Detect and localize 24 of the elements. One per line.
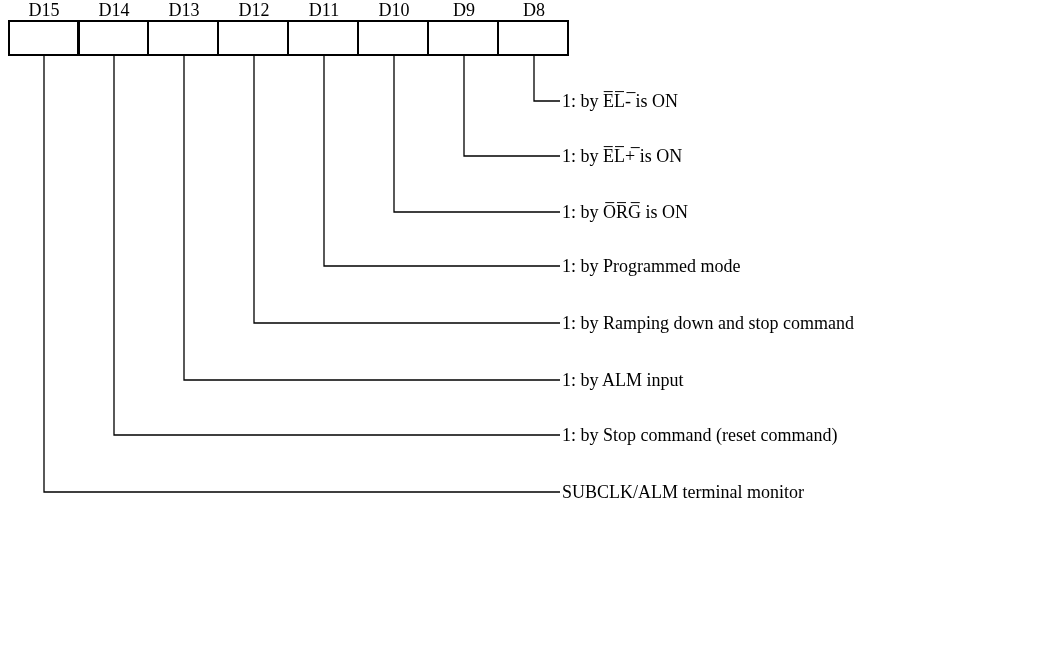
bit-label: D14 <box>98 0 130 20</box>
bit-label: D11 <box>308 0 340 20</box>
bit-label: D9 <box>453 0 475 20</box>
connector-line <box>393 55 561 213</box>
bit-description: 1: by E̅L̅+̅ is ON <box>562 145 683 167</box>
bit-description: 1: by E̅L̅-̅ is ON <box>562 90 678 112</box>
bit-description: 1: by ALM input <box>562 369 684 391</box>
bit-label: D12 <box>238 0 270 20</box>
bit-label: D15 <box>28 0 60 20</box>
bit-description: 1: by Programmed mode <box>562 255 741 277</box>
connector-line <box>323 55 561 267</box>
bit-description: SUBCLK/ALM terminal monitor <box>562 481 804 503</box>
connector-line <box>463 55 561 157</box>
connector-line <box>533 55 561 102</box>
bit-description: 1: by Stop command (reset command) <box>562 424 838 446</box>
connector-line <box>113 55 561 436</box>
bit-label: D10 <box>378 0 410 20</box>
bit-description: 1: by Ramping down and stop command <box>562 312 854 334</box>
bit-label: D8 <box>523 0 545 20</box>
bit-description: 1: by O̅R̅G̅ is ON <box>562 201 688 223</box>
connector-line <box>183 55 561 381</box>
connector-line <box>43 55 561 493</box>
connector-line <box>253 55 561 324</box>
bit-label: D13 <box>168 0 200 20</box>
